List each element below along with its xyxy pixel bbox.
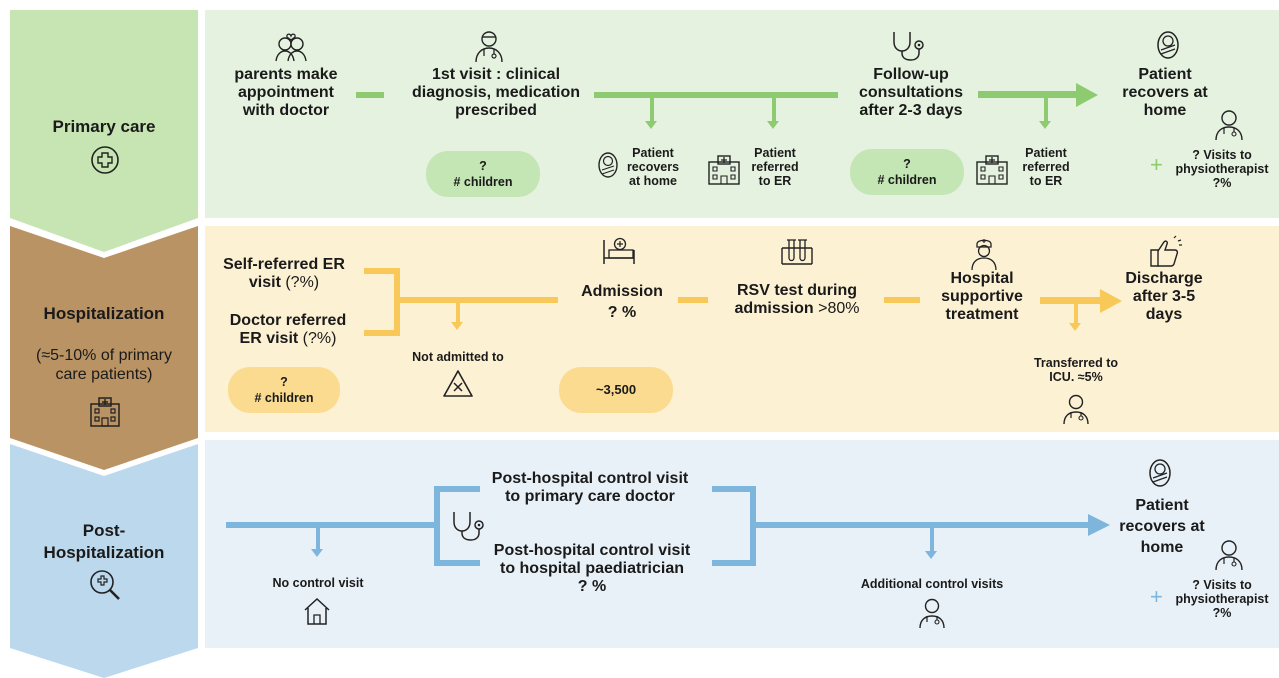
stage-hospitalization-sub: (≈5-10% of primary care patients) [36,347,172,384]
no-control-label: No control visit [272,576,364,590]
stage-column [10,10,198,678]
baby-icon [1157,31,1179,59]
baby-icon [1149,459,1171,487]
hospital-icon [976,155,1008,185]
plus-circle-icon [91,146,119,174]
hosp-pill-admission: ~3,500 [559,367,673,413]
primary-physio-plus: + [1150,152,1163,177]
hospital-icon [708,155,740,185]
branch-line-er1 [772,98,776,122]
hosp-connector-4 [1040,297,1102,304]
home-icon [304,597,330,625]
hospital-bed-icon [603,237,635,264]
stethoscope-icon [893,32,924,61]
primary-pill-1: ?# children [426,151,540,197]
stethoscope-icon [453,512,484,541]
hosp-arrowhead [1100,289,1122,313]
branch-arrow-recover [645,121,657,129]
band-post [205,440,1279,648]
not-admitted-label: Not admitted to [412,350,504,364]
branch-arrow-er2 [1039,121,1051,129]
no-control-arrow [311,549,323,557]
additional-arrow [925,551,937,559]
stage-hospitalization-label: Hospitalization [43,304,165,323]
doctor-icon [475,31,503,63]
post-bracket-left-side [434,486,440,566]
not-admitted-line [456,303,460,323]
no-control-line [316,528,320,550]
doctor-icon [1215,110,1243,141]
doctor-icon [919,598,945,629]
post-arrowhead [1088,514,1110,536]
icu-line [1074,304,1078,324]
stage-primary-chevron [10,10,198,252]
stage-hospitalization-chevron [10,226,198,470]
magnifier-plus-icon [90,570,120,600]
bracket-side [394,268,400,336]
band-hospitalization [205,226,1279,432]
primary-pill-2: ?# children [850,149,964,195]
bracket-bottom [364,330,400,336]
post-bracket-right-bottom [712,560,756,566]
stage-post-chevron [10,444,198,678]
primary-connector-3 [978,91,1078,98]
post-physio-plus: + [1150,584,1163,609]
hosp-connector-3 [884,297,920,303]
doctor-icon [1063,394,1089,425]
test-tubes-icon [781,239,813,265]
hospital-icon [90,397,120,427]
primary-arrowhead [1076,83,1098,107]
post-connector-1 [226,522,440,528]
bracket-top [364,268,400,274]
admission-label: Admission? % [581,283,663,321]
thumbs-up-icon [1150,235,1182,267]
post-bracket-right-side [750,486,756,566]
hosp-connector-1 [400,297,558,303]
primary-connector-2 [594,92,838,98]
post-bracket-left-bottom [434,560,480,566]
band-primary [205,10,1279,218]
additional-line [930,528,934,552]
hosp-pill-children: ?# children [228,367,340,413]
doctor-referred-label: Doctor referred ER visit (?%) [229,312,347,347]
post-bracket-left-top [434,486,480,492]
self-referred-label: Self-referred ER visit (?%) [223,256,345,291]
stage-primary-label: Primary care [52,117,156,136]
hosp-connector-2 [678,297,708,303]
baby-icon [598,152,618,178]
branch-arrow-er1 [767,121,779,129]
parents-icon [275,33,307,62]
nurse-icon [971,239,997,271]
stage-post-label: Post- Hospitalization [43,521,165,563]
warning-x-icon [443,370,473,397]
post-connector-2 [756,522,1090,528]
not-admitted-arrow [451,322,463,330]
primary-connector-1 [356,92,384,98]
branch-line-er2 [1044,98,1048,122]
branch-line-recover [650,98,654,122]
doctor-icon [1215,540,1243,571]
icu-arrow [1069,323,1081,331]
additional-visits-label: Additional control visits [860,577,1004,591]
rsv-test-label: RSV test during admission >80% [734,282,860,317]
post-bracket-right-top [712,486,756,492]
